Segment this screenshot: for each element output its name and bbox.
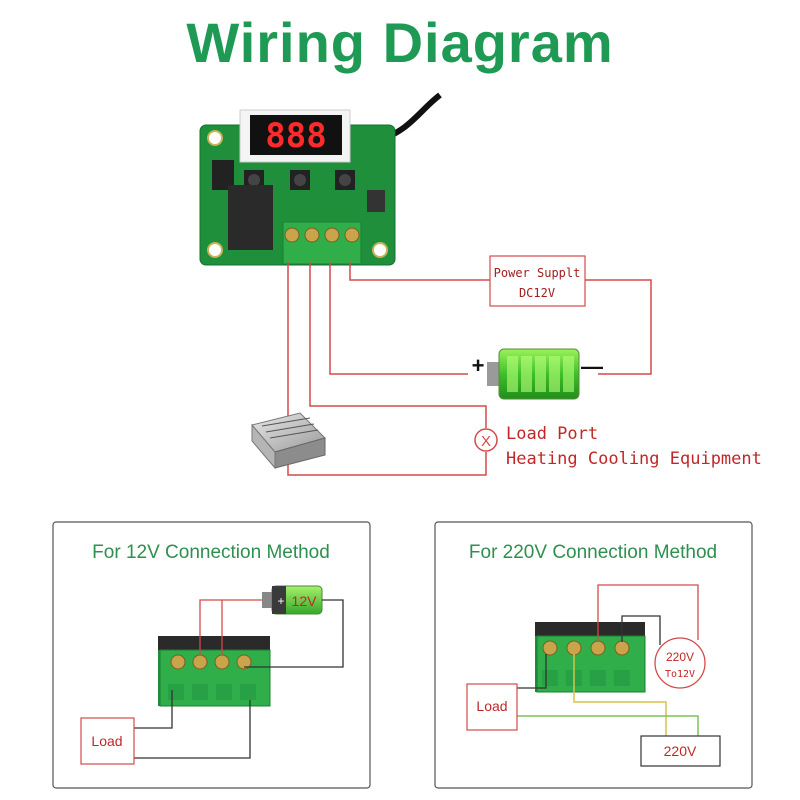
load-port-label: Load Port [506,424,598,444]
load-port: X Load Port Heating Cooling Equipment [474,424,762,469]
panel-220v-load-label: Load [476,698,507,714]
psu-device [251,412,326,470]
power-supply-line2: DC12V [519,286,555,300]
panel-220v-source-label: 220V [664,743,697,759]
power-supply-line1: Power Supplt [494,266,581,280]
load-port-symbol: X [481,433,491,450]
panel-220v: For 220V Connection Method 220V To12V Lo… [434,521,753,789]
panel-12v-load-label: Load [91,733,122,749]
svg-text:888: 888 [265,116,326,156]
converter-label-top: 220V [666,650,694,664]
load-port-circle [474,428,498,452]
panel-220v-title: For 220V Connection Method [469,542,717,563]
panel-12v: For 12V Connection Method + 12V Load [52,521,371,789]
top-wires [287,262,652,476]
power-supply-box: Power Supplt DC12V [489,255,586,307]
battery: + — [472,348,603,400]
panel-12v-title: For 12V Connection Method [92,542,330,563]
load-port-description: Heating Cooling Equipment [506,449,762,469]
converter-label-bottom: To12V [665,669,695,680]
svg-text:+: + [277,594,284,608]
thermostat-board: 888 [199,92,442,266]
battery-minus-sign: — [581,354,603,379]
panel-12v-battery-label: 12V [292,593,318,609]
battery-plus-sign: + [472,353,485,378]
page-title: Wiring Diagram [186,11,614,74]
